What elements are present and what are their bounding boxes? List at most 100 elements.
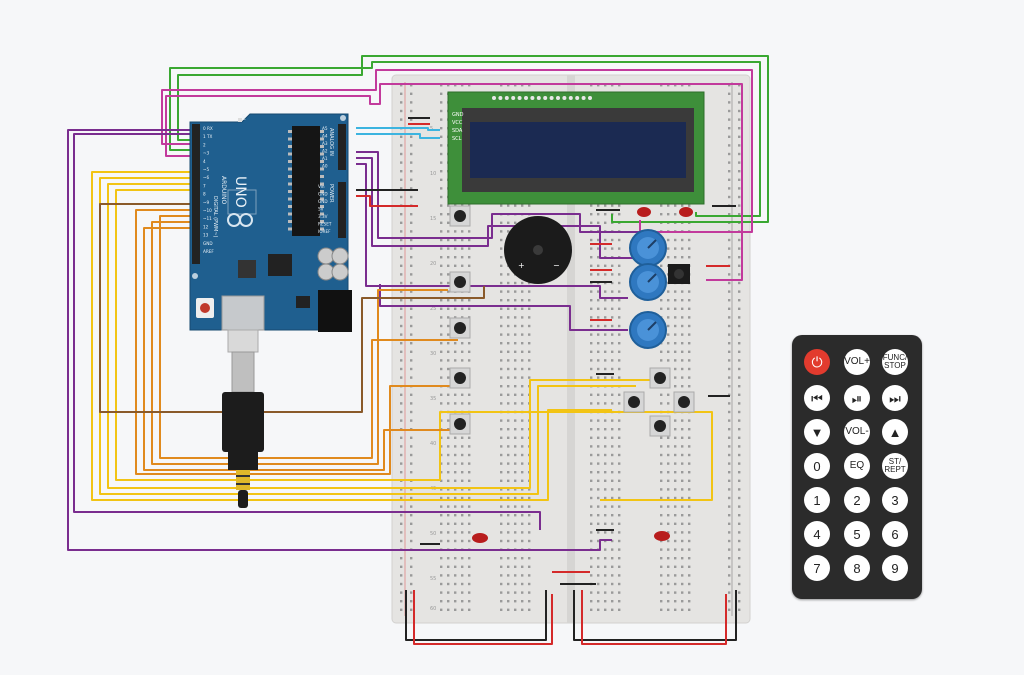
breadboard-hole[interactable] xyxy=(660,350,663,353)
breadboard-hole[interactable] xyxy=(674,204,677,207)
breadboard-hole[interactable] xyxy=(618,600,621,603)
breadboard-hole[interactable] xyxy=(440,256,443,259)
breadboard-hole[interactable] xyxy=(667,565,670,568)
breadboard-hole[interactable] xyxy=(674,419,677,422)
breadboard-hole[interactable] xyxy=(440,247,443,250)
breadboard-hole[interactable] xyxy=(410,324,413,328)
breadboard-hole[interactable] xyxy=(410,608,413,611)
breadboard-hole[interactable] xyxy=(728,453,731,457)
breadboard-hole[interactable] xyxy=(590,342,593,345)
breadboard-hole[interactable] xyxy=(611,505,614,508)
breadboard-hole[interactable] xyxy=(400,445,403,448)
breadboard-hole[interactable] xyxy=(597,273,600,276)
breadboard-hole[interactable] xyxy=(728,359,731,362)
breadboard-hole[interactable] xyxy=(454,471,457,474)
breadboard-hole[interactable] xyxy=(674,213,677,216)
breadboard-hole[interactable] xyxy=(738,109,741,113)
breadboard-hole[interactable] xyxy=(447,402,450,405)
breadboard-hole[interactable] xyxy=(507,514,510,517)
breadboard-hole[interactable] xyxy=(590,256,593,259)
breadboard-hole[interactable] xyxy=(440,204,443,207)
breadboard-hole[interactable] xyxy=(618,608,621,611)
breadboard-hole[interactable] xyxy=(728,479,731,482)
breadboard-hole[interactable] xyxy=(667,522,670,525)
breadboard-hole[interactable] xyxy=(521,376,524,379)
breadboard-hole[interactable] xyxy=(674,608,677,611)
breadboard-hole[interactable] xyxy=(738,324,741,328)
digital-header[interactable] xyxy=(192,124,200,264)
breadboard-hole[interactable] xyxy=(514,531,517,534)
breadboard-hole[interactable] xyxy=(440,350,443,353)
breadboard-hole[interactable] xyxy=(597,565,600,568)
breadboard-hole[interactable] xyxy=(400,195,403,199)
breadboard-hole[interactable] xyxy=(728,127,731,130)
breadboard-hole[interactable] xyxy=(468,316,471,319)
breadboard-hole[interactable] xyxy=(410,419,413,422)
breadboard-hole[interactable] xyxy=(660,539,663,543)
breadboard-hole[interactable] xyxy=(667,514,670,517)
breadboard-hole[interactable] xyxy=(521,539,524,543)
led-red[interactable] xyxy=(472,533,488,543)
pushbutton[interactable] xyxy=(449,317,471,339)
breadboard-hole[interactable] xyxy=(447,479,450,482)
breadboard-hole[interactable] xyxy=(468,582,471,586)
breadboard-hole[interactable] xyxy=(410,462,413,465)
breadboard-hole[interactable] xyxy=(440,170,443,173)
breadboard-hole[interactable] xyxy=(528,367,531,371)
breadboard-hole[interactable] xyxy=(688,247,691,250)
breadboard-hole[interactable] xyxy=(590,273,593,276)
breadboard-hole[interactable] xyxy=(400,170,403,173)
breadboard-hole[interactable] xyxy=(507,539,510,543)
breadboard-hole[interactable] xyxy=(447,359,450,362)
breadboard-hole[interactable] xyxy=(461,471,464,474)
breadboard-hole[interactable] xyxy=(681,488,684,491)
breadboard-hole[interactable] xyxy=(590,307,593,310)
breadboard-hole[interactable] xyxy=(514,419,517,422)
breadboard-hole[interactable] xyxy=(674,436,677,439)
breadboard-hole[interactable] xyxy=(454,574,457,577)
breadboard-hole[interactable] xyxy=(410,92,413,95)
breadboard-hole[interactable] xyxy=(674,316,677,319)
breadboard-hole[interactable] xyxy=(447,608,450,611)
breadboard-hole[interactable] xyxy=(660,548,663,551)
breadboard-hole[interactable] xyxy=(660,264,663,267)
wire-yellow[interactable] xyxy=(107,183,664,489)
breadboard-hole[interactable] xyxy=(521,453,524,457)
breadboard-hole[interactable] xyxy=(688,479,691,482)
breadboard-hole[interactable] xyxy=(738,316,741,319)
breadboard-hole[interactable] xyxy=(500,608,503,611)
breadboard-hole[interactable] xyxy=(738,127,741,130)
pushbutton[interactable] xyxy=(449,205,471,227)
breadboard-hole[interactable] xyxy=(738,213,741,216)
breadboard-hole[interactable] xyxy=(454,514,457,517)
breadboard-hole[interactable] xyxy=(728,299,731,302)
breadboard-hole[interactable] xyxy=(660,514,663,517)
breadboard-hole[interactable] xyxy=(454,256,457,259)
wire-yellow[interactable] xyxy=(115,189,713,501)
breadboard-hole[interactable] xyxy=(500,238,503,242)
breadboard-hole[interactable] xyxy=(667,290,670,293)
breadboard-hole[interactable] xyxy=(514,350,517,353)
breadboard-hole[interactable] xyxy=(400,307,403,310)
breadboard-hole[interactable] xyxy=(528,359,531,362)
breadboard-hole[interactable] xyxy=(728,539,731,543)
breadboard-hole[interactable] xyxy=(528,488,531,491)
breadboard-hole[interactable] xyxy=(521,608,524,611)
breadboard-hole[interactable] xyxy=(461,350,464,353)
breadboard-hole[interactable] xyxy=(728,376,731,379)
breadboard-hole[interactable] xyxy=(410,135,413,138)
breadboard-hole[interactable] xyxy=(738,608,741,611)
breadboard-hole[interactable] xyxy=(667,393,670,396)
breadboard-hole[interactable] xyxy=(447,557,450,560)
breadboard-hole[interactable] xyxy=(507,290,510,293)
breadboard-hole[interactable] xyxy=(410,101,413,104)
breadboard-hole[interactable] xyxy=(660,402,663,405)
breadboard-hole[interactable] xyxy=(410,161,413,164)
led-red[interactable] xyxy=(654,531,670,541)
breadboard-hole[interactable] xyxy=(461,299,464,302)
breadboard-hole[interactable] xyxy=(521,522,524,525)
breadboard-hole[interactable] xyxy=(410,187,413,190)
breadboard-hole[interactable] xyxy=(681,531,684,534)
breadboard-hole[interactable] xyxy=(400,505,403,508)
breadboard-hole[interactable] xyxy=(688,307,691,310)
